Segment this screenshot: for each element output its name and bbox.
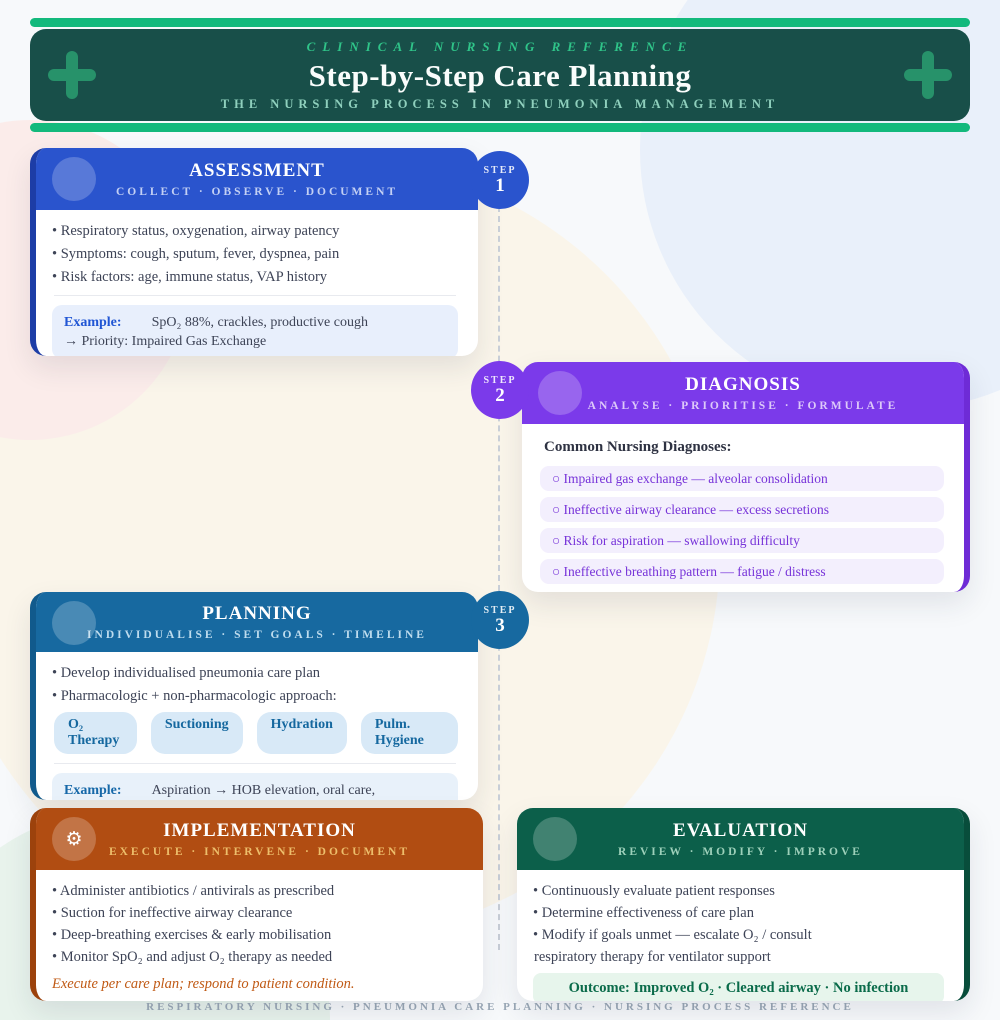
list-item: • Risk factors: age, immune status, VAP …	[52, 269, 328, 285]
evaluation-icon	[533, 817, 577, 861]
diagnosis-pill: ○ Risk for aspiration — swallowing diffi…	[540, 528, 944, 553]
example-box: Example: SpO₂ 88%, crackles, productive c…	[52, 305, 458, 356]
list-item: • Determine effectiveness of care plan	[533, 905, 754, 921]
list-item: • Develop individualised pneumonia care …	[52, 665, 321, 681]
page-subtitle: THE NURSING PROCESS IN PNEUMONIA MANAGEM…	[220, 96, 780, 111]
diagnoses-heading: Common Nursing Diagnoses:	[544, 439, 732, 455]
chip-pulm-hygiene: Pulm. Hygiene	[360, 712, 458, 754]
card-planning-header: PLANNING INDIVIDUALISE · SET GOALS · TIM…	[36, 592, 478, 652]
example-text-line2: → Priority: Impaired Gas Exchange	[64, 334, 267, 349]
step-badge-label: STEP	[483, 164, 517, 176]
step-badge-number: 3	[495, 614, 505, 636]
card-assessment: ASSESSMENT COLLECT · OBSERVE · DOCUMENT …	[30, 148, 478, 356]
list-item-continuation: respiratory therapy for ventilator suppo…	[534, 949, 771, 965]
execution-note: Execute per care plan; respond to patien…	[52, 976, 355, 992]
step-badge-1: STEP 1	[471, 151, 529, 209]
diagnosis-pill: ○ Impaired gas exchange — alveolar conso…	[540, 466, 944, 491]
card-tagline: EXECUTE · INTERVENE · DOCUMENT	[108, 846, 411, 858]
outcome-banner: Outcome: Improved O₂ · Cleared airway · …	[533, 973, 944, 1001]
card-title: PLANNING	[202, 603, 312, 624]
example-label: Example:	[64, 783, 122, 798]
diagnosis-pill: ○ Ineffective breathing pattern — fatigu…	[540, 559, 944, 584]
card-title: DIAGNOSIS	[685, 374, 801, 395]
card-title: ASSESSMENT	[189, 160, 325, 181]
card-diagnosis-header: DIAGNOSIS ANALYSE · PRIORITISE · FORMULA…	[522, 362, 964, 424]
step-badge-3: STEP 3	[471, 591, 529, 649]
timeline-dashed-line	[498, 206, 500, 950]
card-tagline: COLLECT · OBSERVE · DOCUMENT	[115, 186, 399, 198]
diagnosis-pill: ○ Ineffective airway clearance — excess …	[540, 497, 944, 522]
step-badge-label: STEP	[483, 374, 517, 386]
banner-eyebrow: CLINICAL NURSING REFERENCE	[306, 38, 694, 54]
banner-bottom-bar	[30, 123, 970, 132]
list-item: • Administer antibiotics / antivirals as…	[52, 883, 335, 899]
divider	[54, 295, 456, 296]
planning-icon	[52, 601, 96, 645]
chip-hydration: Hydration	[256, 712, 347, 754]
assessment-icon	[52, 157, 96, 201]
diagnosis-icon	[538, 371, 582, 415]
card-planning: PLANNING INDIVIDUALISE · SET GOALS · TIM…	[30, 592, 478, 800]
card-evaluation: EVALUATION REVIEW · MODIFY · IMPROVE • C…	[517, 808, 970, 1001]
card-diagnosis: DIAGNOSIS ANALYSE · PRIORITISE · FORMULA…	[522, 362, 970, 592]
intervention-chips: O₂ Therapy Suctioning Hydration Pulm. Hy…	[54, 712, 458, 754]
footer-text: RESPIRATORY NURSING · PNEUMONIA CARE PLA…	[146, 1001, 854, 1013]
header-banner: CLINICAL NURSING REFERENCE Step-by-Step …	[30, 18, 970, 132]
plus-icon-right	[904, 51, 952, 99]
card-implementation-header: ⚙ IMPLEMENTATION EXECUTE · INTERVENE · D…	[36, 808, 483, 870]
plus-icon-left	[48, 51, 96, 99]
chip-suctioning: Suctioning	[150, 712, 243, 754]
card-title: IMPLEMENTATION	[163, 820, 356, 841]
card-implementation: ⚙ IMPLEMENTATION EXECUTE · INTERVENE · D…	[30, 808, 483, 1001]
priority-note: Prioritise by severity, patient risk & c…	[544, 590, 944, 592]
example-text: Aspiration → HOB elevation, oral care,	[151, 783, 376, 798]
example-text: SpO₂ 88%, crackles, productive cough	[151, 315, 368, 330]
page-title: Step-by-Step Care Planning	[308, 57, 692, 93]
card-title: EVALUATION	[673, 820, 808, 841]
example-box: Example: Aspiration → HOB elevation, oral…	[52, 773, 458, 800]
card-tagline: REVIEW · MODIFY · IMPROVE	[618, 846, 863, 858]
list-item: • Deep-breathing exercises & early mobil…	[52, 927, 332, 943]
list-item: • Suction for ineffective airway clearan…	[52, 905, 293, 921]
list-item: • Pharmacologic + non-pharmacologic appr…	[52, 688, 337, 704]
step-badge-number: 2	[495, 384, 505, 406]
step-badge-2: STEP 2	[471, 361, 529, 419]
list-item: • Symptoms: cough, sputum, fever, dyspne…	[52, 246, 340, 262]
step-badge-label: STEP	[483, 604, 517, 616]
list-item: • Monitor SpO₂ and adjust O₂ therapy as …	[52, 949, 333, 965]
card-tagline: INDIVIDUALISE · SET GOALS · TIMELINE	[87, 629, 427, 641]
banner-panel: CLINICAL NURSING REFERENCE Step-by-Step …	[30, 29, 970, 121]
list-item: • Modify if goals unmet — escalate O₂ / …	[533, 927, 812, 943]
banner-top-bar	[30, 18, 970, 27]
example-label: Example:	[64, 315, 122, 330]
list-item: • Respiratory status, oxygenation, airwa…	[52, 223, 340, 239]
card-evaluation-header: EVALUATION REVIEW · MODIFY · IMPROVE	[517, 808, 964, 870]
card-tagline: ANALYSE · PRIORITISE · FORMULATE	[587, 400, 899, 412]
gear-icon: ⚙	[52, 817, 96, 861]
divider	[54, 763, 456, 764]
list-item: • Continuously evaluate patient response…	[533, 883, 775, 899]
chip-o2-therapy: O₂ Therapy	[54, 712, 137, 754]
card-assessment-header: ASSESSMENT COLLECT · OBSERVE · DOCUMENT	[36, 148, 478, 210]
step-badge-number: 1	[495, 174, 505, 196]
